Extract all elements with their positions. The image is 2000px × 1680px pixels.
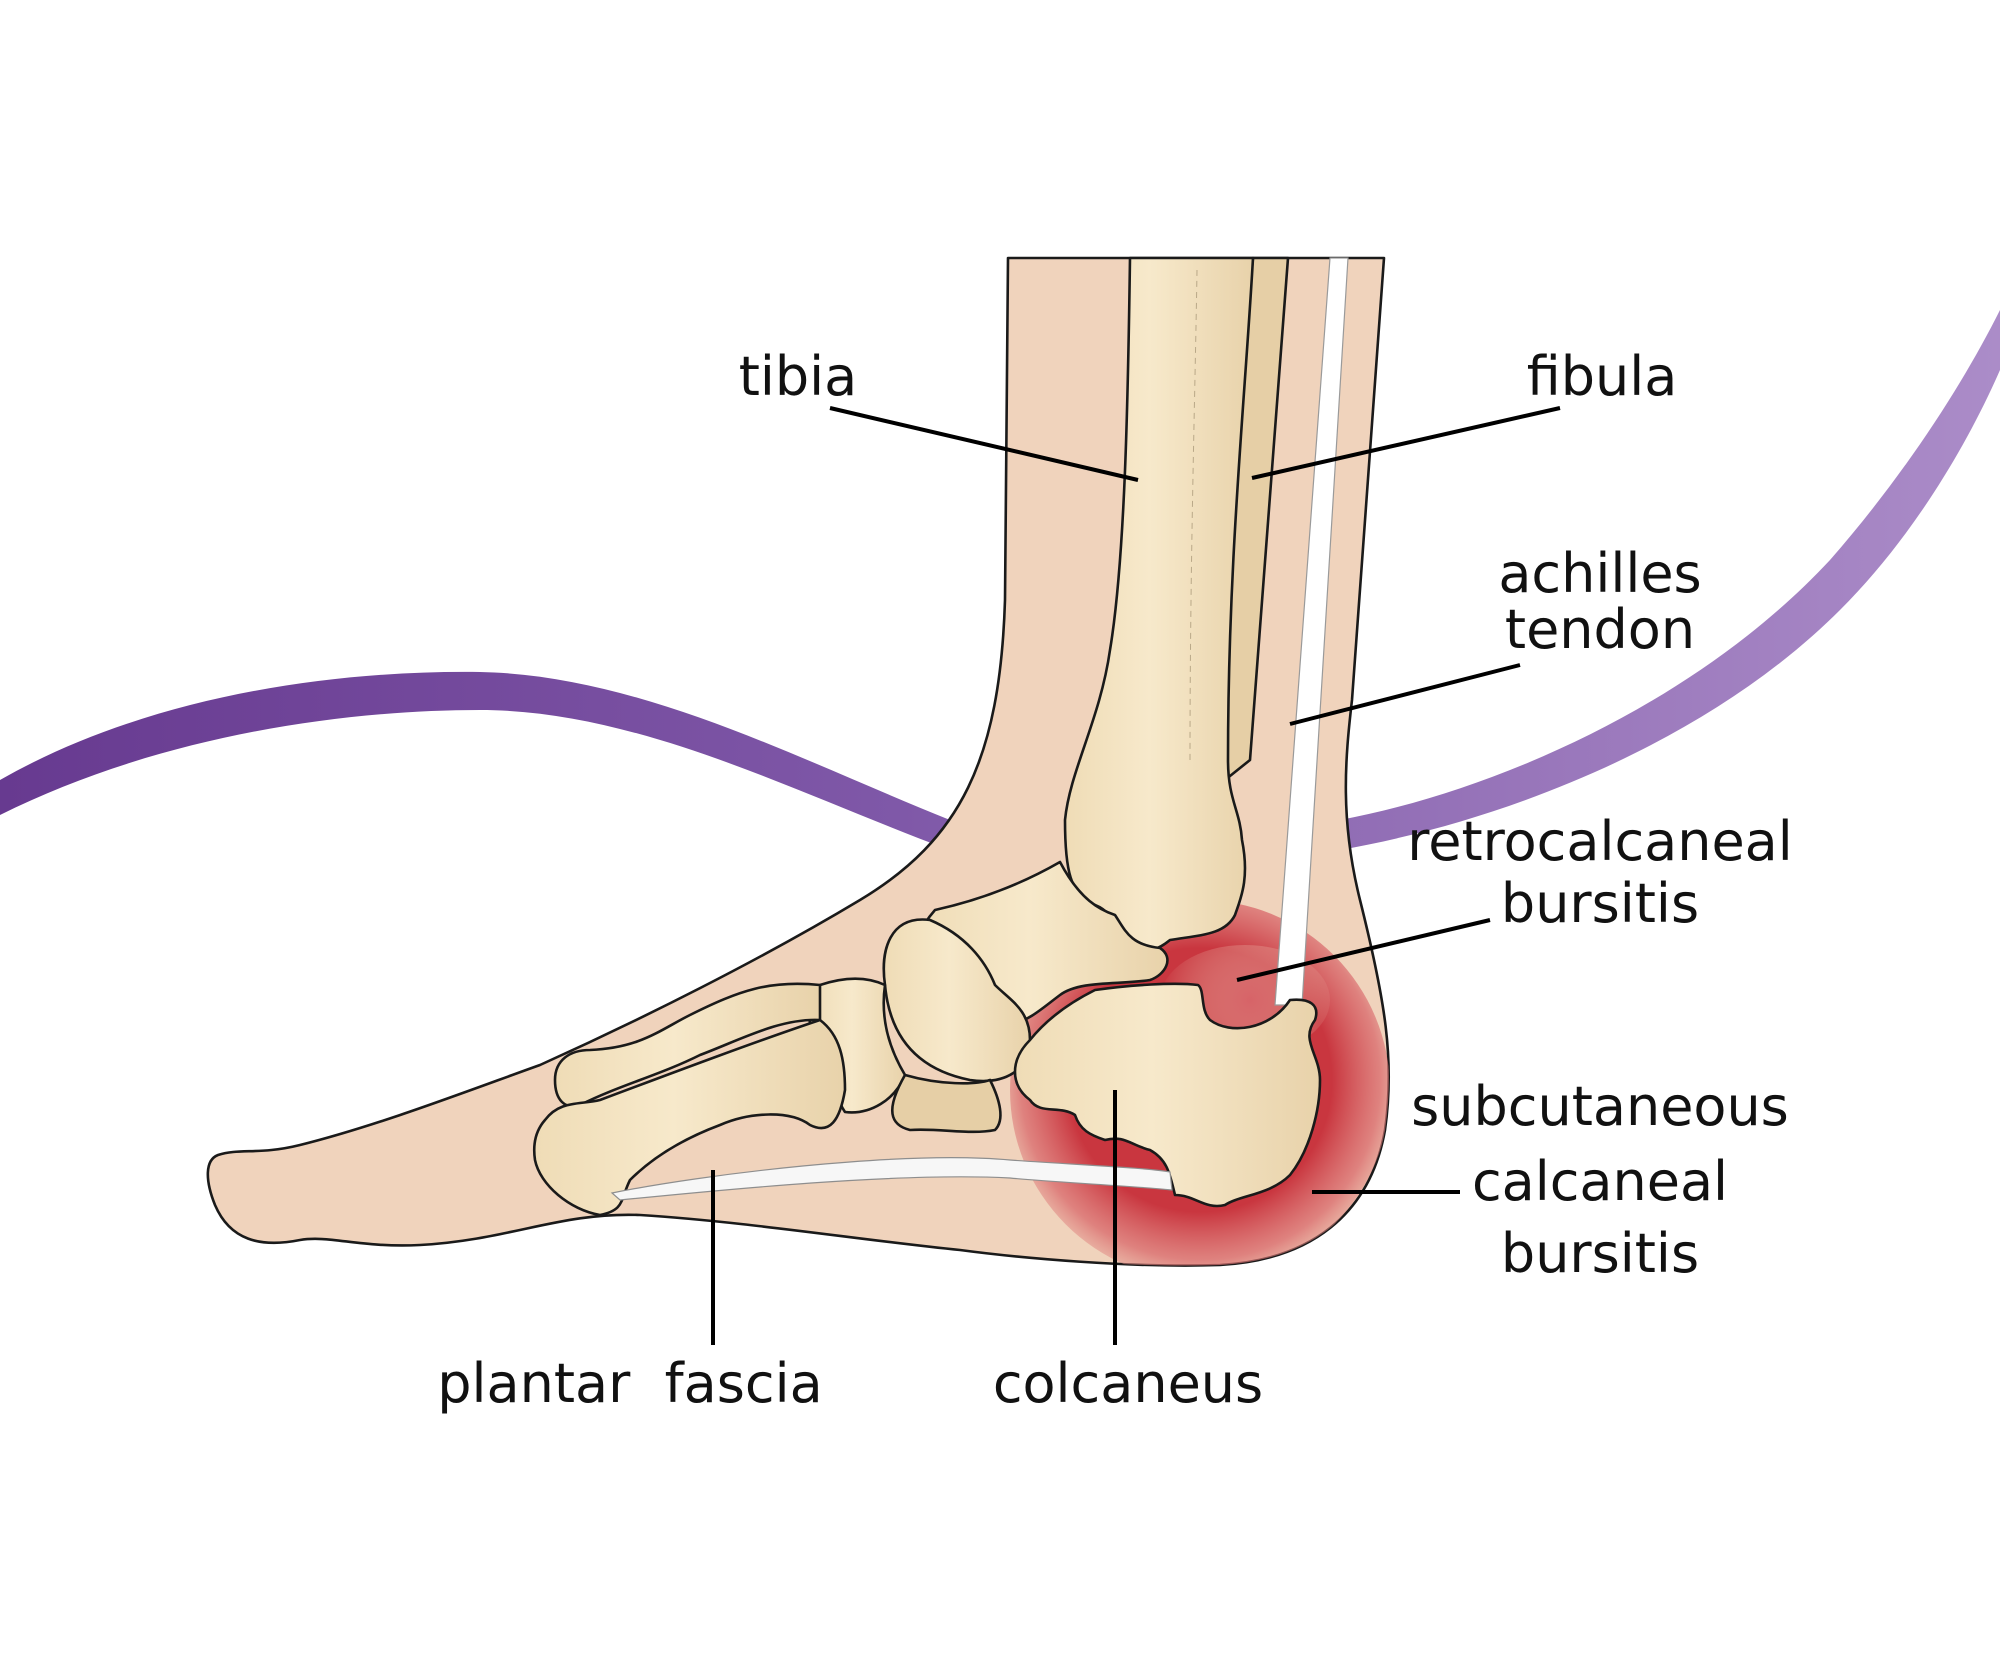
label-achilles-line2: tendon — [1505, 598, 1695, 661]
label-fibula: fibula — [1527, 345, 1678, 408]
label-retrocalcaneal-line2: bursitis — [1501, 872, 1699, 935]
navicular-bone — [882, 918, 1032, 1083]
label-subcutaneous-line3: bursitis — [1501, 1222, 1699, 1285]
metatarsal-lower — [532, 1018, 847, 1217]
tibia-midline — [1189, 269, 1198, 761]
calcaneus-bone — [1013, 982, 1322, 1208]
label-retrocalcaneal-line1: retrocalcaneal — [1407, 810, 1793, 873]
cuboid-bone — [890, 1073, 1002, 1134]
label-tibia: tibia — [739, 345, 858, 408]
label-subcutaneous-line2: calcaneal — [1472, 1150, 1728, 1213]
label-calcaneus: colcaneus — [993, 1352, 1263, 1415]
label-subcutaneous-line1: subcutaneous — [1411, 1075, 1789, 1138]
tibia-leader — [829, 406, 1139, 482]
achilles-leader — [1289, 663, 1521, 726]
plantar-fascia — [610, 1157, 1173, 1201]
label-achilles-line1: achilles — [1498, 542, 1701, 605]
retrocalcaneal-leader — [1236, 918, 1491, 982]
fibula-leader — [1251, 406, 1561, 480]
label-plantar-fascia: plantar fascia — [437, 1352, 822, 1415]
